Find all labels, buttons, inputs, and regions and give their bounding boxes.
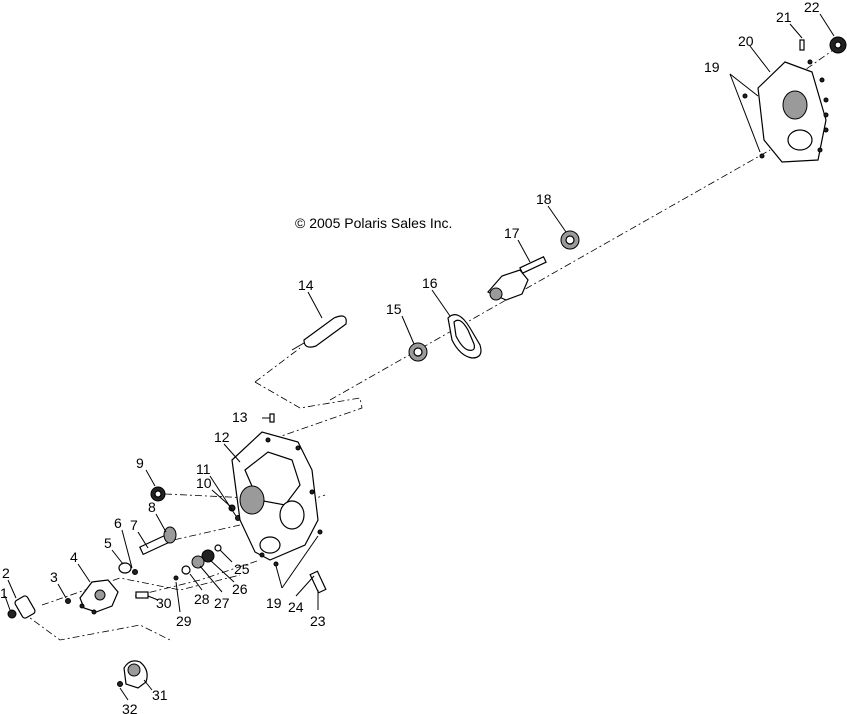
callout-22: 22 xyxy=(804,0,820,15)
callout-32: 32 xyxy=(122,701,138,714)
part-bearing-15 xyxy=(408,342,428,362)
callout-10: 10 xyxy=(196,475,212,491)
part-bearing-18 xyxy=(560,230,580,250)
callout-23: 23 xyxy=(310,613,326,629)
callout-24: 24 xyxy=(288,599,304,615)
callout-14: 14 xyxy=(298,277,314,293)
callout-21: 21 xyxy=(776,9,792,25)
part-bearing-22 xyxy=(829,36,847,54)
callout-18: 18 xyxy=(536,191,552,207)
part-housing-31 xyxy=(117,660,148,689)
callout-31: 31 xyxy=(152,687,168,703)
callout-27: 27 xyxy=(214,595,230,611)
callout-2: 2 xyxy=(2,565,10,581)
part-output-shaft xyxy=(487,255,547,301)
part-chain xyxy=(447,314,482,359)
callout-19a: 19 xyxy=(704,59,720,75)
callout-labels: 1 2 3 4 5 6 7 8 9 10 11 12 13 14 15 16 1… xyxy=(0,0,820,714)
callout-15: 15 xyxy=(386,301,402,317)
callout-17: 17 xyxy=(504,225,520,241)
part-sensor xyxy=(7,595,36,619)
part-cover xyxy=(742,59,829,163)
part-gear-stack xyxy=(181,544,222,575)
callout-5: 5 xyxy=(104,535,112,551)
callout-8: 8 xyxy=(148,499,156,515)
callout-16: 16 xyxy=(422,275,438,291)
callout-20: 20 xyxy=(738,33,754,49)
callout-6: 6 xyxy=(114,515,122,531)
part-main-case xyxy=(231,431,319,561)
part-bracket xyxy=(79,579,119,615)
callout-3: 3 xyxy=(50,569,58,585)
callout-4: 4 xyxy=(70,549,78,565)
callout-1: 1 xyxy=(0,585,8,601)
copyright-text: © 2005 Polaris Sales Inc. xyxy=(295,215,452,231)
callout-30: 30 xyxy=(156,595,172,611)
callout-7: 7 xyxy=(130,517,138,533)
part-screw-3 xyxy=(65,598,71,604)
part-collar xyxy=(118,562,138,575)
callout-13: 13 xyxy=(232,409,248,425)
callout-26: 26 xyxy=(232,581,248,597)
callout-11: 11 xyxy=(196,461,211,477)
callout-29: 29 xyxy=(176,613,192,629)
callout-19b: 19 xyxy=(266,595,282,611)
part-bolt-21 xyxy=(799,39,805,51)
part-input-shaft xyxy=(291,315,347,351)
part-plug xyxy=(269,413,275,423)
part-spring xyxy=(135,575,179,599)
callout-9: 9 xyxy=(136,455,144,471)
callout-12: 12 xyxy=(214,429,230,445)
leader-lines xyxy=(4,13,835,701)
callout-25: 25 xyxy=(234,561,250,577)
part-seal-9 xyxy=(150,486,166,502)
callout-28: 28 xyxy=(194,591,210,607)
part-shaft xyxy=(139,526,177,556)
